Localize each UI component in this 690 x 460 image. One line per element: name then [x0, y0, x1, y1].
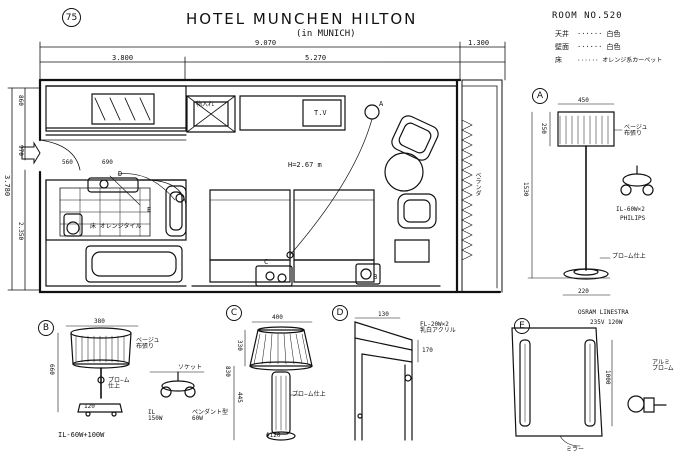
- dim-bath-a: 560: [62, 159, 73, 166]
- closet-label: 物入れ: [196, 101, 215, 108]
- detail-e-side-note: アルミ プロ−ム: [652, 359, 674, 372]
- marker-b-plan: B: [373, 273, 378, 281]
- detail-c-marker: C: [226, 305, 242, 321]
- detail-c-dim-total: 830: [224, 366, 231, 377]
- detail-a-dim-shade: 250: [540, 123, 547, 134]
- detail-e-mirror-light: [512, 328, 666, 446]
- detail-e-mirror-label: ミラー: [566, 446, 585, 453]
- detail-d-lamp-note: FL-20W×2 乳白アクリル: [420, 321, 456, 334]
- detail-a-bulb: IL-60W×2: [616, 206, 645, 213]
- sheet-subtitle: (in MUNICH): [296, 29, 356, 39]
- detail-d-dim-top: 130: [378, 311, 389, 318]
- detail-c-stem-note: プロ−ム仕上: [292, 391, 326, 398]
- detail-c-base-note: Φ120: [266, 432, 281, 439]
- detail-c-dim-shade: 330: [236, 340, 243, 351]
- dim-side-a: 970: [17, 145, 24, 156]
- detail-a-dim-base: 220: [578, 288, 589, 295]
- detail-e-watt: 235V 120W: [590, 319, 623, 326]
- marker-a-plan: A: [379, 100, 384, 108]
- detail-b-dim-height: 660: [48, 364, 55, 375]
- sheet-number: 75: [62, 8, 81, 27]
- detail-b-lamp-b: ペンダント型 60W: [192, 409, 229, 422]
- finish-value: ······ オレンジ系カーペット: [577, 57, 663, 64]
- detail-c-dim-top: 400: [272, 314, 283, 321]
- sheet-title: HOTEL MUNCHEN HILTON: [186, 10, 418, 28]
- finish-part: 壁面: [555, 43, 569, 51]
- finish-value: ······ 白色: [577, 30, 621, 38]
- detail-b-stem-note: プロ−ム 仕上: [108, 377, 130, 390]
- detail-a-marker: A: [532, 88, 548, 104]
- detail-b-base-dim: 120: [84, 403, 95, 410]
- finish-value: ······ 白色: [577, 43, 621, 51]
- finish-part: 床: [555, 56, 562, 64]
- detail-a-dim-height: 1530: [522, 182, 529, 197]
- detail-a-brand: PHILIPS: [620, 215, 646, 222]
- dim-right: 1.300: [468, 39, 490, 47]
- dim-side-b: 2.350: [17, 222, 24, 241]
- detail-c-table-lamp: [234, 322, 312, 440]
- detail-d-marker: D: [332, 305, 348, 321]
- tv-label: T.V: [314, 109, 327, 117]
- finish-part: 天井: [555, 30, 569, 38]
- dim-side-total: 3.780: [3, 175, 11, 197]
- dim-left: 3.800: [112, 54, 134, 62]
- marker-d-plan: D: [118, 170, 123, 178]
- floor-plan: [8, 42, 505, 292]
- detail-a-shade-note: ベージュ 布張り: [624, 124, 648, 137]
- marker-e-plan: E: [147, 206, 152, 214]
- detail-a-dim-top: 450: [578, 97, 589, 104]
- marker-c-plan: C: [264, 258, 269, 266]
- room-number: ROOM NO.520: [552, 11, 623, 21]
- ceiling-height: H=2.67 m: [288, 161, 322, 169]
- detail-b-marker: B: [38, 320, 54, 336]
- detail-b-socket-note: ソケット: [178, 364, 203, 371]
- detail-e-marker: E: [514, 318, 530, 334]
- detail-b-bulb: IL-60W+100W: [58, 431, 105, 439]
- dim-side-upper: 860: [17, 95, 24, 106]
- detail-a-base-note: プロ−ム仕上: [612, 253, 646, 260]
- dim-total: 9.070: [255, 39, 277, 47]
- veranda-label: ベランダ: [474, 172, 481, 196]
- detail-e-dim-height: 1000: [604, 370, 611, 385]
- detail-d-dim-side: 170: [422, 347, 433, 354]
- detail-b-dim-top: 380: [94, 318, 105, 325]
- dim-mid: 5.270: [305, 54, 327, 62]
- detail-b-table-lamp: [58, 326, 204, 416]
- dim-bath-b: 690: [102, 159, 113, 166]
- detail-b-shade-note: ベージュ 布張り: [136, 337, 160, 350]
- bath-floor-label: 床 オレンジタイル: [90, 223, 142, 230]
- detail-d-wall-light: [355, 318, 418, 440]
- detail-a-floor-lamp: [528, 104, 653, 295]
- detail-c-dim-stem: 445: [236, 392, 243, 403]
- detail-b-lamp-a: IL 150W: [148, 409, 163, 422]
- detail-e-brand: OSRAM LINESTRA: [578, 309, 629, 316]
